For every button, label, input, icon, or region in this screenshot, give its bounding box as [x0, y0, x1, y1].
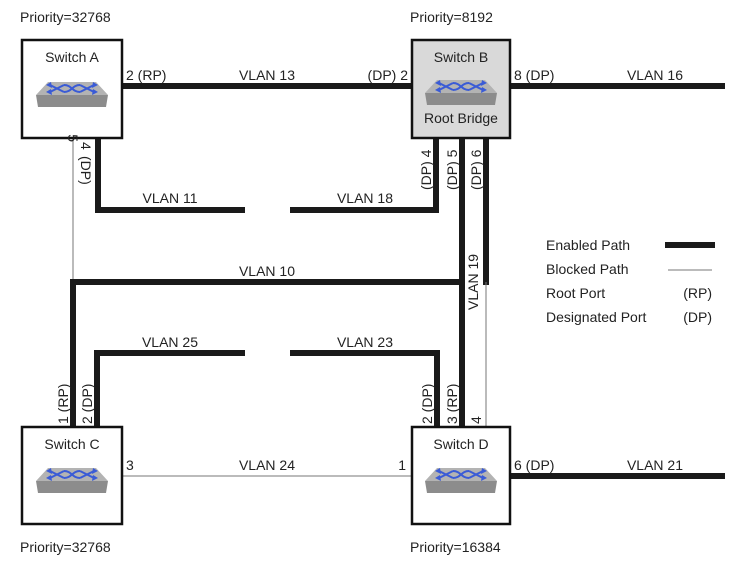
legend-root-port-label: Root Port — [546, 285, 605, 301]
link-c-vlan25 — [94, 350, 245, 430]
switch-a-icon — [35, 81, 109, 108]
port-a4-dp-label: (DP) — [78, 156, 94, 185]
switch-c-priority: Priority=32768 — [20, 539, 111, 555]
legend-blocked-label: Blocked Path — [546, 261, 629, 277]
port-a4-label: 4 — [78, 142, 94, 150]
port-d2-label: 2 (DP) — [419, 384, 435, 424]
vlan-11-label: VLAN 11 — [143, 190, 198, 206]
legend-designated-port-abbr: (DP) — [683, 309, 712, 325]
port-d3-label: 3 (RP) — [444, 384, 460, 424]
switch-b-name: Switch B — [434, 49, 488, 65]
port-b4-label: (DP) 4 — [418, 149, 434, 190]
link-a-vlan11 — [95, 135, 245, 213]
vlan-10-label: VLAN 10 — [239, 263, 295, 279]
legend-root-port-abbr: (RP) — [683, 285, 712, 301]
vlan-25-label: VLAN 25 — [142, 334, 198, 350]
port-d1-label: 1 — [398, 457, 406, 473]
switch-d[interactable]: Switch D — [410, 425, 512, 526]
switch-b[interactable]: Switch B Root Bridge — [410, 38, 512, 140]
switch-d-icon — [424, 467, 498, 494]
switch-d-priority: Priority=16384 — [410, 539, 501, 555]
port-a5-label: 5 — [65, 134, 81, 142]
vlan-21-label: VLAN 21 — [627, 457, 683, 473]
vlan-13-label: VLAN 13 — [239, 67, 295, 83]
legend: Enabled Path Blocked Path Root Port (RP)… — [546, 237, 715, 325]
port-d6-label: 6 (DP) — [514, 457, 554, 473]
switch-a[interactable]: Switch A — [20, 38, 124, 140]
switch-d-name: Switch D — [433, 436, 488, 452]
link-b-vlan18 — [290, 135, 439, 213]
vlan-18-label: VLAN 18 — [337, 190, 393, 206]
switch-b-priority: Priority=8192 — [410, 9, 493, 25]
port-b8-label: 8 (DP) — [514, 67, 554, 83]
port-a2-label: 2 (RP) — [126, 67, 166, 83]
port-d4-label: 4 — [468, 416, 484, 424]
port-b6-label: (DP) 6 — [468, 149, 484, 190]
switch-a-name: Switch A — [45, 49, 99, 65]
switch-b-icon — [424, 79, 498, 106]
link-vlan10 — [70, 135, 465, 430]
port-b2-label: (DP) 2 — [368, 67, 409, 83]
vlan-19-label: VLAN 19 — [465, 254, 481, 310]
switch-c-icon — [35, 467, 109, 494]
port-c2-label: 2 (DP) — [79, 384, 95, 424]
legend-enabled-label: Enabled Path — [546, 237, 630, 253]
switch-c[interactable]: Switch C — [20, 425, 124, 526]
switch-c-name: Switch C — [44, 436, 99, 452]
switch-b-root-label: Root Bridge — [424, 110, 498, 126]
port-c1-label: 1 (RP) — [55, 384, 71, 424]
port-b5-label: (DP) 5 — [444, 149, 460, 190]
legend-designated-port-label: Designated Port — [546, 309, 647, 325]
switch-a-priority: Priority=32768 — [20, 9, 111, 25]
vlan-24-label: VLAN 24 — [239, 457, 295, 473]
vlan-16-label: VLAN 16 — [627, 67, 683, 83]
vlan-23-label: VLAN 23 — [337, 334, 393, 350]
port-c3-label: 3 — [126, 457, 134, 473]
link-d-vlan23 — [290, 350, 440, 430]
